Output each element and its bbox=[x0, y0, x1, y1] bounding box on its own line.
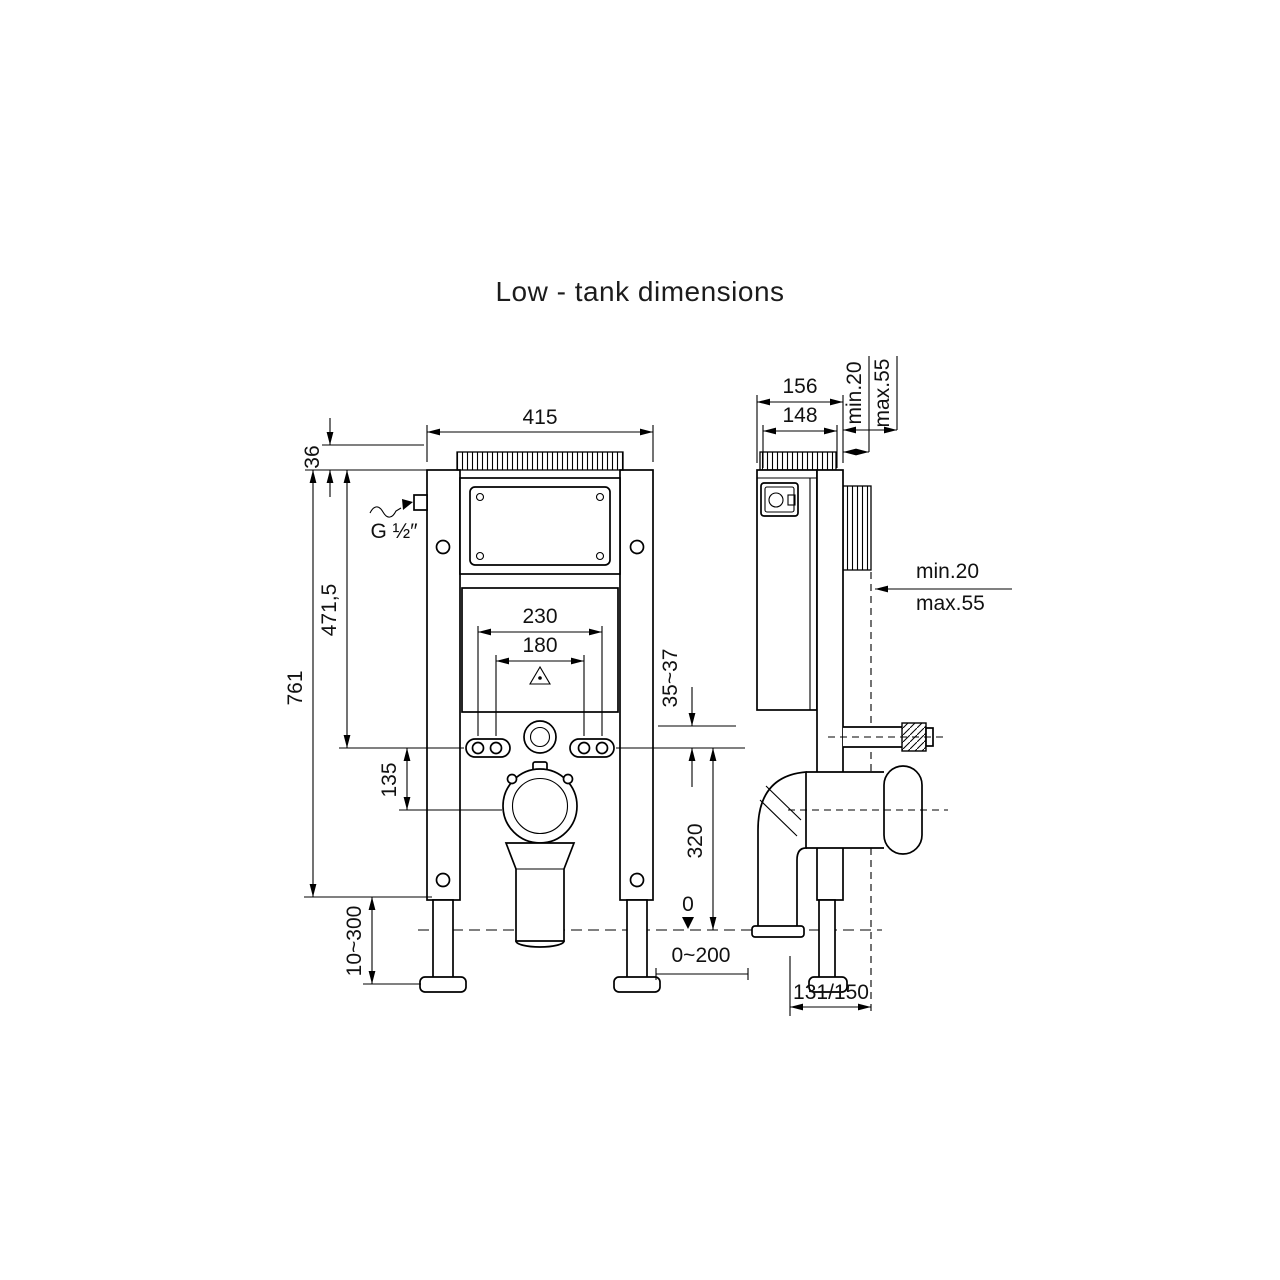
warning-triangle-icon bbox=[529, 665, 551, 685]
side-view-dimensions: 156 148 min.20 max.55 min.20 max.55 131/… bbox=[756, 356, 1012, 1016]
frame-rail-right bbox=[619, 469, 654, 901]
drain-pipe bbox=[504, 842, 576, 942]
rail-hole bbox=[435, 539, 451, 555]
foot-left bbox=[432, 899, 454, 980]
rail-hole bbox=[435, 872, 451, 888]
dim-outlet-wall-distance: 131/150 bbox=[793, 981, 869, 1004]
side-view bbox=[751, 451, 948, 1016]
floor-zero-marker bbox=[682, 917, 694, 929]
dim-floor-buildup: 0~200 bbox=[672, 944, 731, 967]
front-view-dimensions: 415 36 G ½″ 471,5 761 230 180 135 10~300 bbox=[284, 406, 749, 985]
dim-top-offset: 36 bbox=[301, 445, 324, 468]
frame-rail-left bbox=[426, 469, 461, 901]
dim-outlet-height: 320 bbox=[684, 823, 707, 858]
drain-elbow bbox=[757, 771, 807, 929]
front-view bbox=[413, 451, 661, 993]
page-title: Low - tank dimensions bbox=[495, 276, 785, 307]
floor-zero-label: 0 bbox=[682, 893, 694, 916]
rail-hole bbox=[629, 872, 645, 888]
water-inlet-connection bbox=[413, 494, 428, 511]
cistern-tank bbox=[459, 477, 621, 575]
dim-fixing-spacing-outer: 230 bbox=[522, 605, 557, 628]
dim-fixing-to-outlet: 135 bbox=[378, 762, 401, 797]
flush-pipe-opening bbox=[523, 720, 557, 754]
dim-wall-gap-min: min.20 bbox=[916, 560, 979, 583]
dim-wall-gap-max: max.55 bbox=[916, 592, 985, 615]
dim-width-overall: 415 bbox=[522, 406, 557, 429]
foot-plate-left bbox=[419, 976, 467, 993]
dim-fixing-spacing-inner: 180 bbox=[522, 634, 557, 657]
dim-leg-adjustment: 10~300 bbox=[343, 906, 366, 977]
dim-depth-frame: 148 bbox=[782, 404, 817, 427]
dim-height-to-fixings: 471,5 bbox=[318, 584, 341, 637]
fill-valve-box bbox=[760, 482, 799, 517]
foot-plate-side bbox=[808, 976, 848, 993]
dim-top-gap-max: max.55 bbox=[871, 359, 894, 428]
tank-access-panel bbox=[469, 486, 611, 566]
tank-lid-hatch-side bbox=[759, 451, 837, 471]
tank-lid-hatch bbox=[456, 451, 624, 471]
foot-side bbox=[818, 899, 836, 979]
foot-right bbox=[626, 899, 648, 980]
inlet-thread-label: G ½″ bbox=[370, 520, 418, 543]
foot-plate-right bbox=[613, 976, 661, 993]
rail-hole bbox=[629, 539, 645, 555]
dim-frame-height: 761 bbox=[284, 670, 307, 705]
dim-depth-overall: 156 bbox=[782, 375, 817, 398]
dim-mount-gap: 35~37 bbox=[659, 649, 682, 708]
flush-pipe-cover bbox=[461, 587, 619, 713]
wall-section-hatch bbox=[842, 485, 872, 571]
dim-top-gap-min: min.20 bbox=[843, 361, 866, 424]
